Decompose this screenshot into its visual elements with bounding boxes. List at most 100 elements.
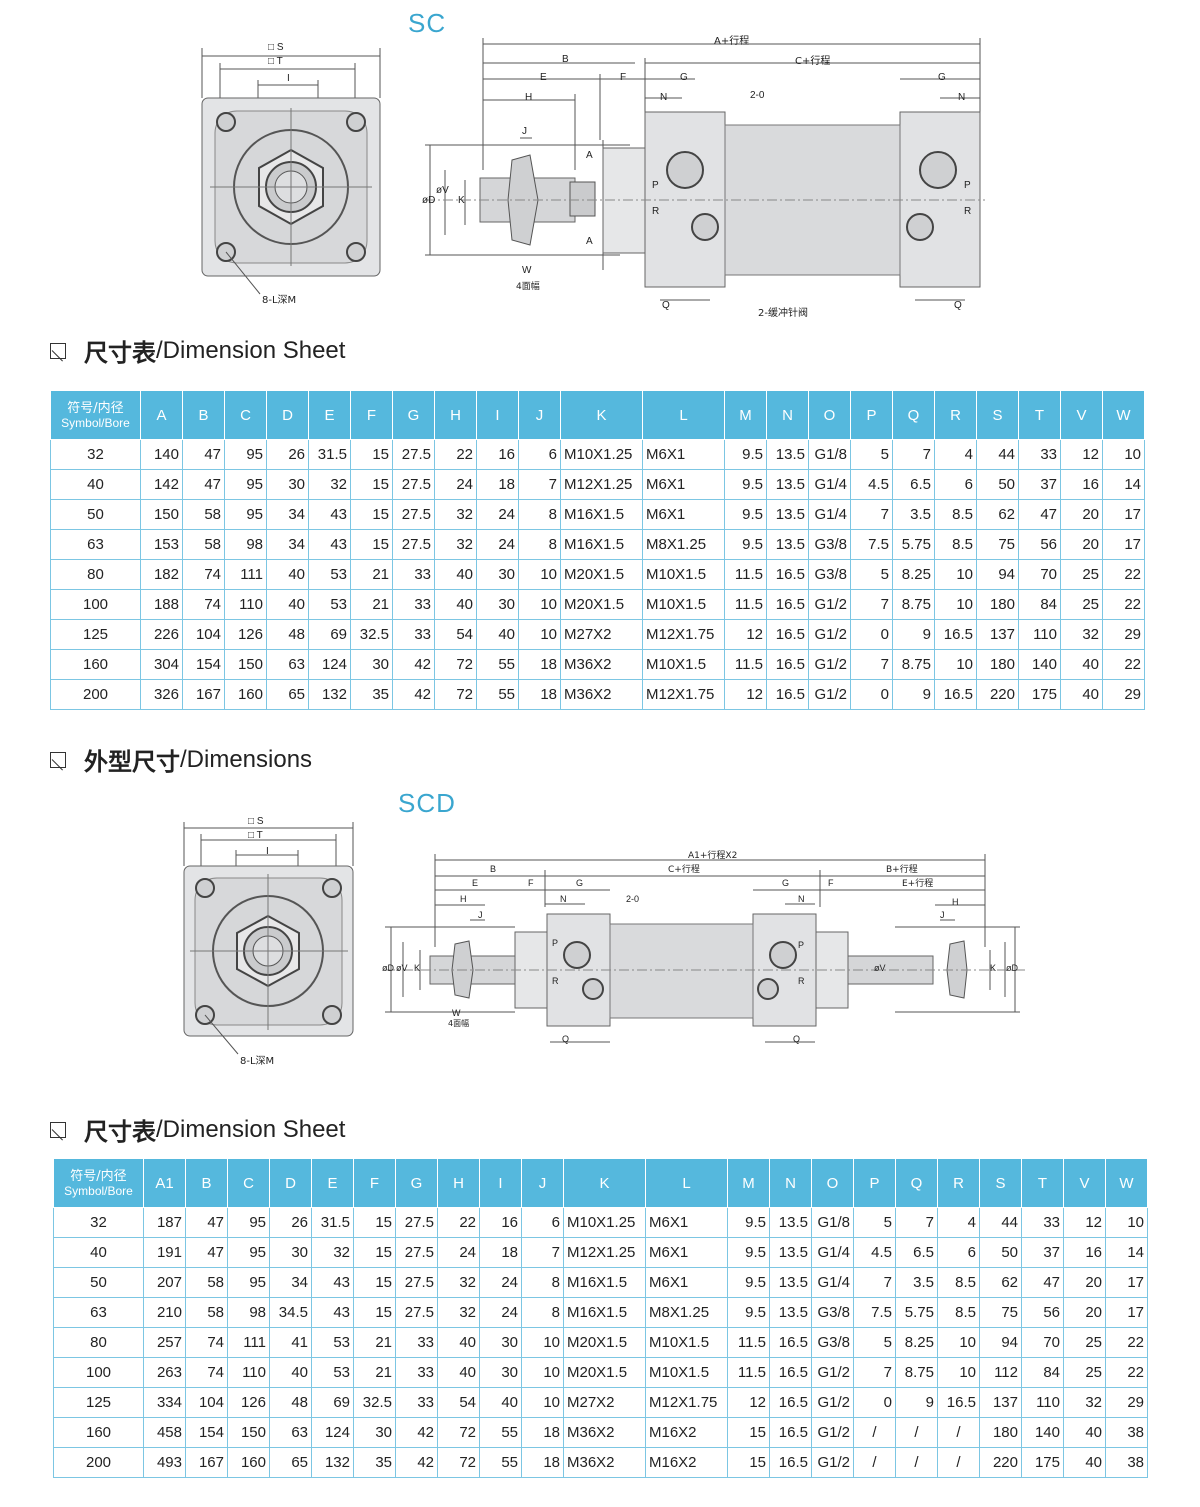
table-cell: 9.5 [724, 469, 767, 500]
table-cell: 175 [1018, 679, 1061, 710]
table-cell: 98 [227, 1297, 270, 1328]
table-cell: 32 [1060, 619, 1103, 650]
table-cell: 27.5 [392, 469, 435, 500]
table-cell: G1/2 [811, 1447, 854, 1478]
scd-front-view-drawing [183, 822, 354, 1055]
table-cell: 34 [269, 1267, 312, 1298]
table-cell: 220 [979, 1447, 1022, 1478]
table-cell: 7 [853, 1357, 896, 1388]
bore-cell: 200 [50, 679, 141, 710]
table-cell: 30 [476, 589, 519, 620]
column-header-q: Q [892, 390, 935, 440]
table-cell: 17 [1105, 1267, 1148, 1298]
table-cell: 11.5 [724, 649, 767, 680]
table-cell: 154 [182, 649, 225, 680]
sc-label-d: øD [422, 195, 436, 206]
table-cell: 9.5 [724, 499, 767, 530]
table-cell: 34.5 [269, 1297, 312, 1328]
column-header-b: B [185, 1158, 228, 1208]
table-cell: 21 [353, 1327, 396, 1358]
table-cell: 14 [1102, 469, 1145, 500]
table-cell: 16.5 [766, 589, 809, 620]
sc-label-q-right: Q [954, 300, 962, 311]
table-cell: 12 [724, 679, 767, 710]
table-cell: 16.5 [769, 1387, 812, 1418]
table-cell: 10 [934, 589, 977, 620]
table-cell: 54 [437, 1387, 480, 1418]
table-cell: 22 [1102, 559, 1145, 590]
table-cell: 24 [479, 1297, 522, 1328]
scd-side-view-drawing [385, 854, 1025, 1043]
table-cell: 3.5 [892, 499, 935, 530]
table-cell: 40 [1060, 679, 1103, 710]
table-cell: 32 [437, 1267, 480, 1298]
table-cell: 7 [853, 1267, 896, 1298]
table-cell: / [937, 1447, 980, 1478]
table-cell: 62 [979, 1267, 1022, 1298]
column-header-s: S [979, 1158, 1022, 1208]
column-header-n: N [769, 1158, 812, 1208]
title-corner-icon [50, 751, 66, 768]
table-cell: M10X1.5 [645, 1327, 728, 1358]
table-cell: 31.5 [308, 439, 351, 470]
table-cell: 150 [140, 499, 183, 530]
table-cell: 56 [1021, 1297, 1064, 1328]
table-cell: 17 [1102, 499, 1145, 530]
table-cell: 30 [479, 1327, 522, 1358]
table-cell: 27.5 [395, 1267, 438, 1298]
table-cell: 47 [1018, 499, 1061, 530]
table-cell: 24 [437, 1237, 480, 1268]
table-cell: 42 [395, 1447, 438, 1478]
dimensions-section-title: 外型尺寸 /Dimensions [50, 742, 312, 777]
table-cell: 9.5 [727, 1237, 770, 1268]
table-cell: 27.5 [395, 1237, 438, 1268]
table-cell: 53 [308, 589, 351, 620]
bore-cell: 32 [53, 1207, 144, 1238]
table-cell: 8.75 [895, 1357, 938, 1388]
sc-label-r-right: R [964, 206, 972, 217]
table-cell: 4 [934, 439, 977, 470]
table-cell: 16.5 [769, 1357, 812, 1388]
bore-cell: 63 [53, 1297, 144, 1328]
table-cell: M36X2 [560, 649, 643, 680]
column-header-e: E [311, 1158, 354, 1208]
table-cell: / [937, 1417, 980, 1448]
table-cell: 257 [143, 1327, 186, 1358]
table-cell: 5 [850, 439, 893, 470]
table-cell: 10 [937, 1357, 980, 1388]
scd-label-g-right: G [782, 878, 790, 888]
table-cell: G1/8 [811, 1207, 854, 1238]
table-cell: 140 [140, 439, 183, 470]
column-header-s: S [976, 390, 1019, 440]
table-cell: 110 [227, 1357, 270, 1388]
table-cell: 458 [143, 1417, 186, 1448]
column-header-h: H [437, 1158, 480, 1208]
table-cell: 104 [185, 1387, 228, 1418]
column-header-o: O [811, 1158, 854, 1208]
table-cell: 0 [853, 1387, 896, 1418]
table-cell: 47 [182, 439, 225, 470]
table-cell: 42 [392, 649, 435, 680]
table-cell: 94 [979, 1327, 1022, 1358]
column-header-g: G [395, 1158, 438, 1208]
column-header-b: B [182, 390, 225, 440]
table-cell: M10X1.25 [563, 1207, 646, 1238]
table-cell: 24 [434, 469, 477, 500]
table-cell: 10 [934, 559, 977, 590]
table-cell: G3/8 [811, 1297, 854, 1328]
table-cell: 150 [227, 1417, 270, 1448]
table-cell: 188 [140, 589, 183, 620]
table-cell: 126 [227, 1387, 270, 1418]
table-cell: 10 [518, 559, 561, 590]
bore-cell: 125 [53, 1387, 144, 1418]
scd-table-title-cn: 尺寸表 [84, 1118, 156, 1146]
sc-label-n-right: N [958, 92, 966, 103]
table-cell: 20 [1060, 499, 1103, 530]
table-cell: M20X1.5 [560, 559, 643, 590]
table-cell: M6X1 [642, 439, 725, 470]
table-cell: 38 [1105, 1447, 1148, 1478]
table-cell: 3.5 [895, 1267, 938, 1298]
